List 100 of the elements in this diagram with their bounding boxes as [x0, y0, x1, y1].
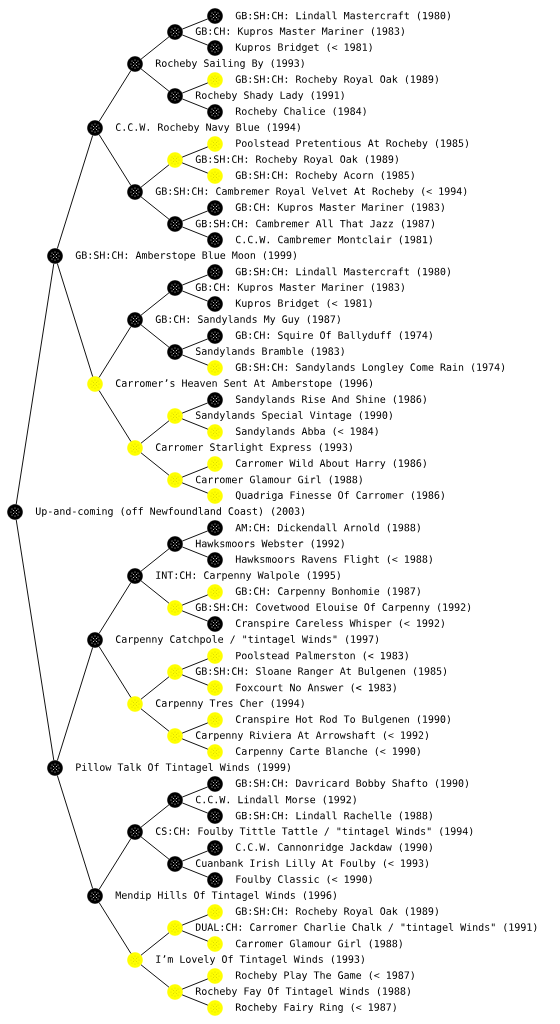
connector-line — [140, 68, 170, 92]
connector-line — [98, 582, 132, 634]
name-label: Carpenny Carte Blanche (< 1990) — [235, 747, 420, 757]
name-label: Sandylands Rise And Shine (1986) — [235, 395, 426, 405]
name-label: GB:SH:CH: Rocheby Acorn (1985) — [235, 171, 414, 181]
connector-line — [15, 263, 55, 505]
name-label: Sandylands Bramble (1983) — [195, 347, 344, 357]
name-label: Carpenny Tres Cher (1994) — [155, 699, 304, 709]
connector-line — [181, 274, 209, 286]
name-label: Quadriga Finesse Of Carromer (1986) — [235, 491, 444, 501]
connector-line — [181, 802, 209, 814]
name-label: Carromer Glamour Girl (1988) — [235, 939, 402, 949]
connector-line — [181, 466, 209, 478]
connector-line — [98, 902, 132, 954]
name-label: GB:SH:CH: Sandylands Longley Come Rain (1974) — [235, 363, 505, 373]
connector-line — [56, 646, 94, 762]
connector-line — [140, 36, 170, 60]
connector-line — [140, 676, 170, 700]
connector-line — [181, 98, 209, 110]
name-label: Rocheby Chalice (1984) — [235, 107, 366, 117]
name-label: GB:SH:CH: Davricard Bobby Shafto (1990) — [235, 779, 468, 789]
connector-line — [56, 262, 94, 378]
connector-line — [140, 708, 170, 732]
connector-line — [181, 402, 209, 414]
connector-line — [140, 804, 170, 828]
name-label: C.C.W. Lindall Morse (1992) — [195, 795, 356, 805]
connector-line — [140, 580, 170, 604]
name-label: GB:SH:CH: Lindall Mastercraft (1980) — [235, 267, 450, 277]
connector-line — [181, 530, 209, 542]
name-label: Cuanbank Irish Lilly At Foulby (< 1993) — [195, 859, 428, 869]
name-label: Carromer’s Heaven Sent At Amberstope (1996) — [115, 379, 373, 389]
name-label: GB:SH:CH: Cambremer Royal Velvet At Rocheby (< 1994) — [155, 187, 467, 197]
name-label: Up-and-coming (off Newfoundland Coast) (2003) — [36, 507, 305, 517]
connector-line — [181, 482, 209, 494]
connector-line — [181, 978, 209, 990]
connector-line — [140, 452, 170, 476]
name-label: GB:SH:CH: Covetwood Elouise Of Carpenny (1992) — [195, 603, 471, 613]
name-label: Rocheby Play The Game (< 1987) — [235, 971, 414, 981]
name-label: GB:SH:CH: Rocheby Royal Oak (1989) — [235, 75, 438, 85]
connector-line — [181, 162, 209, 174]
name-label: GB:CH: Kupros Master Mariner (1983) — [235, 203, 444, 213]
name-label: Hawksmoors Webster (1992) — [195, 539, 344, 549]
connector-line — [181, 82, 209, 94]
connector-line — [140, 932, 170, 956]
connector-line — [140, 548, 170, 572]
connector-line — [140, 836, 170, 860]
connector-line — [181, 594, 209, 606]
name-label: Poolstead Pretentious At Rocheby (1985) — [236, 139, 468, 149]
connector-line — [181, 674, 209, 686]
name-label: Kupros Bridget (< 1981) — [235, 43, 372, 53]
name-label: Rocheby Shady Lady (1991) — [195, 91, 344, 101]
name-label: Sandylands Special Vintage (1990) — [195, 411, 392, 421]
connector-line — [98, 838, 132, 890]
name-label: Mendip Hills Of Tintagel Winds (1996) — [115, 891, 336, 901]
connector-line — [181, 34, 209, 46]
name-label: GB:CH: Kupros Master Mariner (1983) — [195, 283, 404, 293]
name-label: Carromer Glamour Girl (1988) — [195, 475, 362, 485]
connector-line — [15, 519, 55, 761]
connector-line — [140, 164, 170, 188]
name-label: Carpenny Riviera At Arrowshaft (< 1992) — [195, 731, 428, 741]
connector-line — [98, 646, 132, 698]
name-label: Carromer Starlight Express (1993) — [155, 443, 352, 453]
connector-line — [181, 546, 209, 558]
connector-line — [181, 850, 209, 862]
name-label: Foxcourt No Answer (< 1983) — [236, 683, 396, 693]
connector-line — [181, 18, 209, 30]
connector-line — [140, 292, 170, 316]
name-label: GB:SH:CH: Lindall Rachelle (1988) — [235, 811, 432, 821]
name-label: AM:CH: Dickendall Arnold (1988) — [235, 523, 420, 533]
name-label: GB:SH:CH: Rocheby Royal Oak (1989) — [195, 155, 398, 165]
connector-line — [181, 146, 209, 158]
connector-line — [98, 326, 132, 378]
connector-line — [140, 196, 170, 220]
name-label: GB:SH:CH: Sloane Ranger At Bulgenen (1985) — [195, 667, 446, 677]
connector-line — [181, 354, 209, 366]
name-label: Cranspire Careless Whisper (< 1992) — [235, 619, 444, 629]
name-label: Carromer Wild About Harry (1986) — [235, 459, 426, 469]
connector-line — [56, 134, 94, 250]
name-label: Pillow Talk Of Tintagel Winds (1999) — [76, 763, 290, 773]
name-label: Rocheby Fairy Ring (< 1987) — [235, 1003, 396, 1013]
name-label: GB:SH:CH: Cambremer All That Jazz (1987) — [195, 219, 434, 229]
connector-line — [98, 70, 132, 122]
connector-line — [181, 738, 209, 750]
name-label: Poolstead Palmerston (< 1983) — [236, 651, 408, 661]
connector-line — [140, 324, 170, 348]
connector-line — [181, 914, 209, 926]
name-label: DUAL:CH: Carromer Charlie Chalk / "tintagel Winds" (1991) — [195, 923, 537, 933]
name-label: Rocheby Sailing By (1993) — [155, 59, 304, 69]
name-label: GB:SH:CH: Rocheby Royal Oak (1989) — [235, 907, 438, 917]
connector-line — [181, 930, 209, 942]
connector-line — [181, 994, 209, 1006]
name-label: Rocheby Fay Of Tintagel Winds (1988) — [195, 987, 410, 997]
connector-line — [98, 134, 132, 186]
connector-line — [181, 418, 209, 430]
connector-line — [181, 226, 209, 238]
connector-line — [181, 338, 209, 350]
connector-line — [181, 290, 209, 302]
connector-line — [181, 722, 209, 734]
name-label: INT:CH: Carpenny Walpole (1995) — [156, 571, 340, 581]
name-label: GB:CH: Squire Of Ballyduff (1974) — [235, 331, 432, 341]
